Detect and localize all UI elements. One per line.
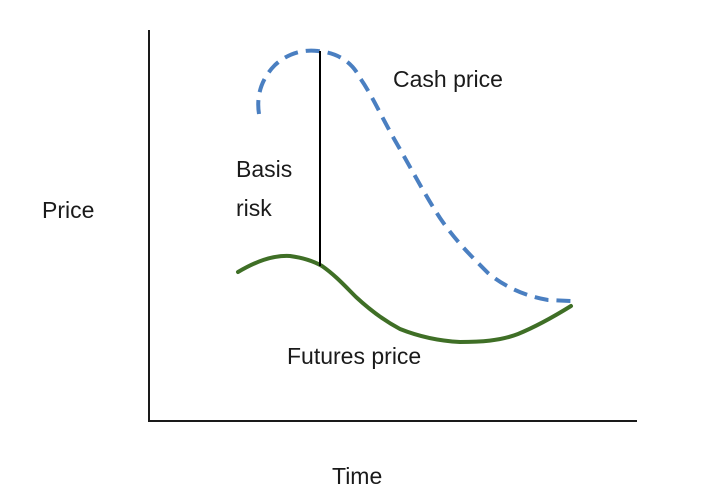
basis-risk-label-line2: risk xyxy=(236,195,272,221)
futures-price-label: Futures price xyxy=(287,343,421,369)
y-axis-label: Price xyxy=(42,197,94,223)
cash-price-label: Cash price xyxy=(393,66,503,92)
cash-price-curve xyxy=(256,48,572,303)
basis-risk-label-line1: Basis xyxy=(236,156,292,182)
futures-price-curve xyxy=(236,253,573,345)
x-axis-label: Time xyxy=(332,463,382,489)
